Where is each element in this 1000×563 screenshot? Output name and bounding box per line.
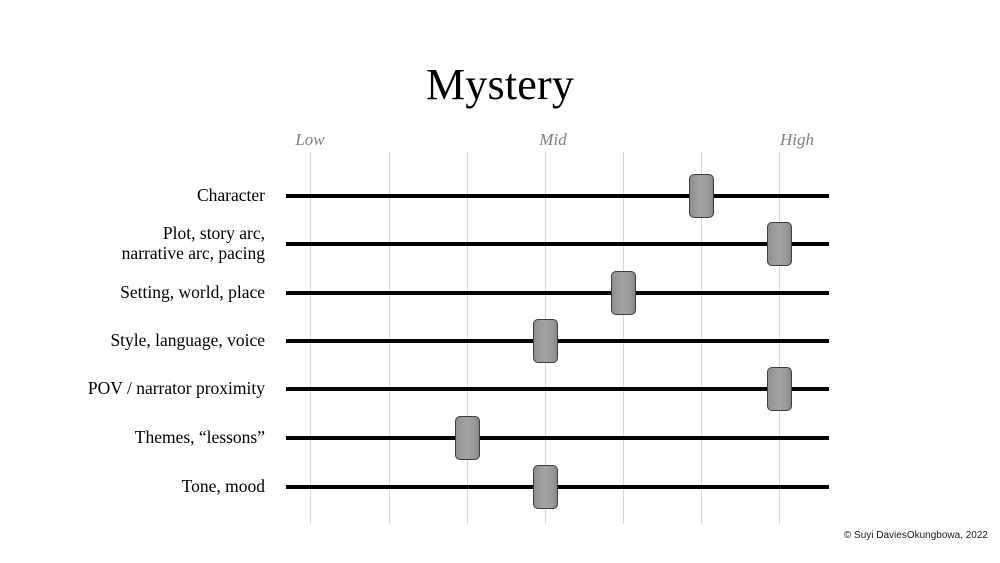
slider-handle-style[interactable] <box>532 319 558 363</box>
slider-track-character[interactable] <box>286 194 829 198</box>
gridline-3 <box>467 152 468 524</box>
slider-handle-character[interactable] <box>688 174 714 218</box>
slider-handle-themes[interactable] <box>454 416 480 460</box>
slider-track-tone[interactable] <box>286 485 829 489</box>
row-label-pov: POV / narrator proximity <box>87 378 265 398</box>
gridline-2 <box>389 152 390 524</box>
scale-caption-mid: Mid <box>539 130 567 149</box>
slider-track-themes[interactable] <box>286 436 829 440</box>
slider-track-plot[interactable] <box>286 242 829 246</box>
row-label-themes: Themes, “lessons” <box>134 427 265 447</box>
row-label-style: Style, language, voice <box>110 330 265 350</box>
slider-handle-plot[interactable] <box>766 222 792 266</box>
row-label-tone: Tone, mood <box>181 476 265 496</box>
slider-handle-pov[interactable] <box>766 367 792 411</box>
slider-track-setting[interactable] <box>286 291 829 295</box>
gridline-6 <box>701 152 702 524</box>
scale-caption-low: Low <box>295 130 325 149</box>
slider-track-pov[interactable] <box>286 387 829 391</box>
gridline-5 <box>623 152 624 524</box>
slider-handle-setting[interactable] <box>610 271 636 315</box>
gridline-7 <box>779 152 780 524</box>
copyright-notice: © Suyi DaviesOkungbowa, 2022 <box>843 530 988 541</box>
row-label-plot: Plot, story arc, narrative arc, pacing <box>121 223 265 263</box>
slider-track-style[interactable] <box>286 339 829 343</box>
row-label-setting: Setting, world, place <box>120 282 265 302</box>
slider-handle-tone[interactable] <box>532 465 558 509</box>
scale-caption-high: High <box>780 130 814 149</box>
page-title: Mystery <box>425 60 575 109</box>
gridline-1 <box>310 152 311 524</box>
row-label-character: Character <box>196 185 265 205</box>
